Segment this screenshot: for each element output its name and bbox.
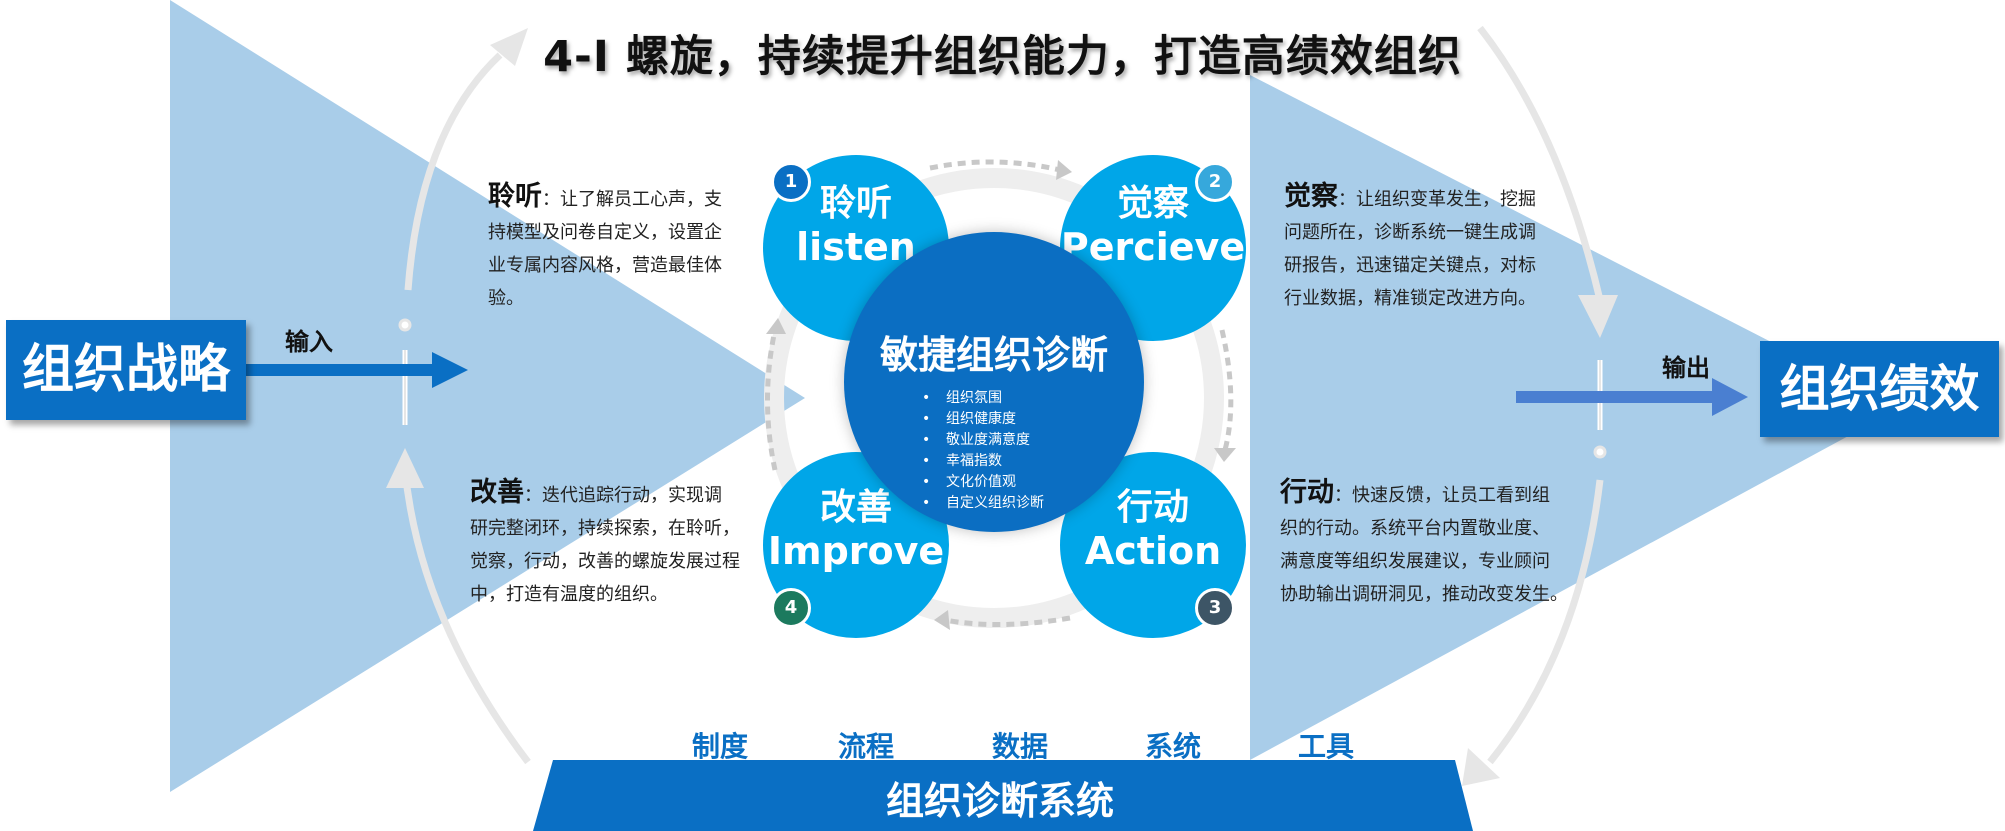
center-list-item: 组织健康度 bbox=[922, 409, 1044, 430]
desc-action: 行动：快速反馈，让员工看到组 织的行动。系统平台内置敬业度、 满意度等组织发展建… bbox=[1280, 476, 1570, 611]
badge-4: 4 bbox=[771, 588, 811, 628]
phase-percieve-cn: 觉察 bbox=[1116, 183, 1189, 224]
phase-action-cn: 行动 bbox=[1116, 487, 1189, 528]
center-circle: 敏捷组织诊断 组织氛围 组织健康度 敬业度满意度 幸福指数 文化价值观 自定义组… bbox=[844, 232, 1144, 532]
input-arrow-shaft bbox=[246, 364, 436, 376]
arc-bottom-right-head bbox=[1462, 748, 1500, 786]
desc-line: 持模型及问卷自定义，设置企 bbox=[488, 222, 722, 243]
input-box: 组织战略 bbox=[6, 320, 246, 420]
desc-line: 协助输出调研洞见，推动改变发生。 bbox=[1280, 584, 1568, 605]
base-label: 组织诊断系统 bbox=[885, 779, 1114, 823]
arc-top-right-head bbox=[1578, 295, 1618, 338]
desc-line: ：让了解员工心声，支 bbox=[542, 189, 722, 210]
desc-line: 业专属内容风格，营造最佳体 bbox=[488, 255, 722, 276]
desc-line: ：让组织变革发生，挖掘 bbox=[1338, 189, 1536, 210]
center-list-item: 组织氛围 bbox=[922, 388, 1044, 409]
center-list-item: 文化价值观 bbox=[922, 472, 1044, 493]
desc-line: 研报告，迅速锚定关键点，对标 bbox=[1284, 255, 1536, 276]
phase-improve-cn: 改善 bbox=[819, 487, 892, 528]
arc-bottom-right bbox=[1487, 479, 1604, 765]
base-bar bbox=[533, 760, 1473, 831]
phase-listen-en: listen bbox=[796, 225, 916, 269]
arc-top-left bbox=[404, 52, 503, 291]
desc-listen: 聆听：让了解员工心声，支 持模型及问卷自定义，设置企 业专属内容风格，营造最佳体… bbox=[488, 180, 748, 315]
center-list-item: 敬业度满意度 bbox=[922, 430, 1044, 451]
arc-bottom-left bbox=[401, 469, 531, 765]
diagram-title: 4-I 螺旋，持续提升组织能力，打造高绩效组织 bbox=[543, 32, 1462, 82]
desc-line: ：快速反馈，让员工看到组 bbox=[1334, 485, 1550, 506]
pillar-system: 制度 bbox=[692, 730, 749, 763]
desc-line: 中，打造有温度的组织。 bbox=[470, 584, 668, 605]
cycle-ring bbox=[764, 168, 1224, 628]
desc-line: 满意度等组织发展建议，专业顾问 bbox=[1280, 551, 1550, 572]
arc-bottom-left-head bbox=[386, 448, 424, 488]
output-box: 组织绩效 bbox=[1760, 341, 1999, 437]
input-label: 输入 bbox=[285, 328, 333, 356]
desc-percieve: 觉察：让组织变革发生，挖掘 问题所在，诊断系统一键生成调 研报告，迅速锚定关键点… bbox=[1284, 180, 1564, 315]
arc-top-left-head bbox=[490, 28, 528, 66]
desc-percieve-head: 觉察 bbox=[1284, 181, 1338, 212]
center-list-item: 幸福指数 bbox=[922, 451, 1044, 472]
desc-line: 问题所在，诊断系统一键生成调 bbox=[1284, 222, 1536, 243]
input-triangle bbox=[170, 0, 805, 792]
phase-listen-cn: 聆听 bbox=[819, 183, 892, 224]
desc-line: ：迭代追踪行动，实现调 bbox=[524, 485, 722, 506]
desc-line: 研完整闭环，持续探索，在聆听， bbox=[470, 518, 740, 539]
pillar-tools: 工具 bbox=[1298, 730, 1355, 763]
pillar-data: 数据 bbox=[992, 730, 1049, 763]
badge-2: 2 bbox=[1195, 162, 1235, 202]
phase-action-en: Action bbox=[1084, 529, 1222, 573]
output-triangle bbox=[1250, 75, 1900, 760]
badge-1: 1 bbox=[771, 162, 811, 202]
desc-improve-head: 改善 bbox=[470, 477, 524, 508]
output-label: 输出 bbox=[1662, 354, 1710, 382]
center-list-item: 自定义组织诊断 bbox=[922, 493, 1044, 514]
desc-line: 织的行动。系统平台内置敬业度、 bbox=[1280, 518, 1550, 539]
pillar-platform: 系统 bbox=[1145, 730, 1202, 763]
arc-top-right bbox=[1477, 25, 1604, 301]
desc-action-head: 行动 bbox=[1280, 477, 1334, 508]
output-arrow-head bbox=[1712, 378, 1748, 416]
desc-line: 验。 bbox=[488, 288, 524, 309]
input-arrow-head bbox=[432, 352, 468, 388]
desc-improve: 改善：迭代追踪行动，实现调 研完整闭环，持续探索，在聆听， 觉察，行动，改善的螺… bbox=[470, 476, 760, 611]
center-title: 敏捷组织诊断 bbox=[879, 333, 1108, 377]
output-arrow-shaft bbox=[1516, 391, 1716, 403]
desc-line: 行业数据，精准锁定改进方向。 bbox=[1284, 288, 1536, 309]
desc-listen-head: 聆听 bbox=[488, 181, 542, 212]
desc-line: 觉察，行动，改善的螺旋发展过程 bbox=[470, 551, 740, 572]
badge-3: 3 bbox=[1195, 588, 1235, 628]
phase-improve-en: Improve bbox=[767, 529, 945, 573]
pillar-process: 流程 bbox=[838, 730, 895, 763]
center-list: 组织氛围 组织健康度 敬业度满意度 幸福指数 文化价值观 自定义组织诊断 bbox=[922, 388, 1044, 514]
phase-percieve-en: Percieve bbox=[1060, 225, 1246, 269]
